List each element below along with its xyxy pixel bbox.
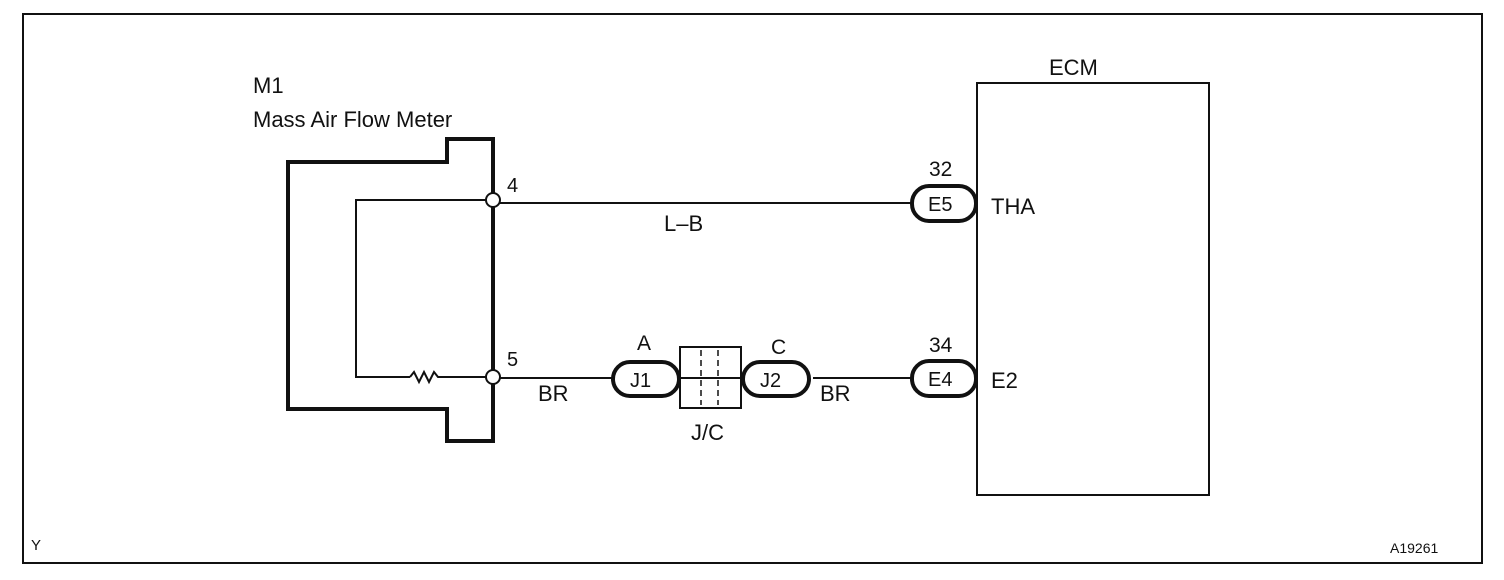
- pin-4-terminal: [485, 192, 501, 208]
- mass-air-flow-meter-outline: [286, 137, 495, 443]
- connector-e5-label: E5: [928, 194, 952, 216]
- ecm-signal-e2: E2: [991, 368, 1018, 393]
- corner-code-left: Y: [31, 537, 41, 554]
- junction-pin-c: C: [771, 336, 786, 359]
- connector-e4-label: E4: [928, 369, 952, 391]
- ecm-box: [976, 82, 1210, 496]
- pin-5-label: 5: [507, 349, 518, 371]
- wire-br-left-label: BR: [538, 381, 569, 406]
- wire-l-b-label: L–B: [664, 211, 703, 236]
- ecm-signal-tha: THA: [991, 194, 1035, 219]
- connector-j2: [741, 360, 811, 398]
- wire-br-right-label: BR: [820, 381, 851, 406]
- ecm-pin-34: 34: [929, 334, 953, 357]
- diagram-frame: [22, 13, 1483, 564]
- component-name: Mass Air Flow Meter: [253, 107, 452, 132]
- figure-code: A19261: [1390, 540, 1438, 556]
- pin-5-terminal: [485, 369, 501, 385]
- connector-j2-label: J2: [760, 370, 781, 392]
- junction-pin-a: A: [637, 332, 651, 355]
- junction-label: J/C: [691, 420, 724, 445]
- ecm-title: ECM: [1049, 55, 1098, 80]
- internal-circuit-wire: [355, 199, 493, 378]
- thermistor-symbol: [409, 369, 493, 385]
- pin-4-label: 4: [507, 175, 518, 197]
- component-id: M1: [253, 73, 284, 98]
- connector-j1-label: J1: [630, 370, 651, 392]
- ecm-pin-32: 32: [929, 158, 952, 181]
